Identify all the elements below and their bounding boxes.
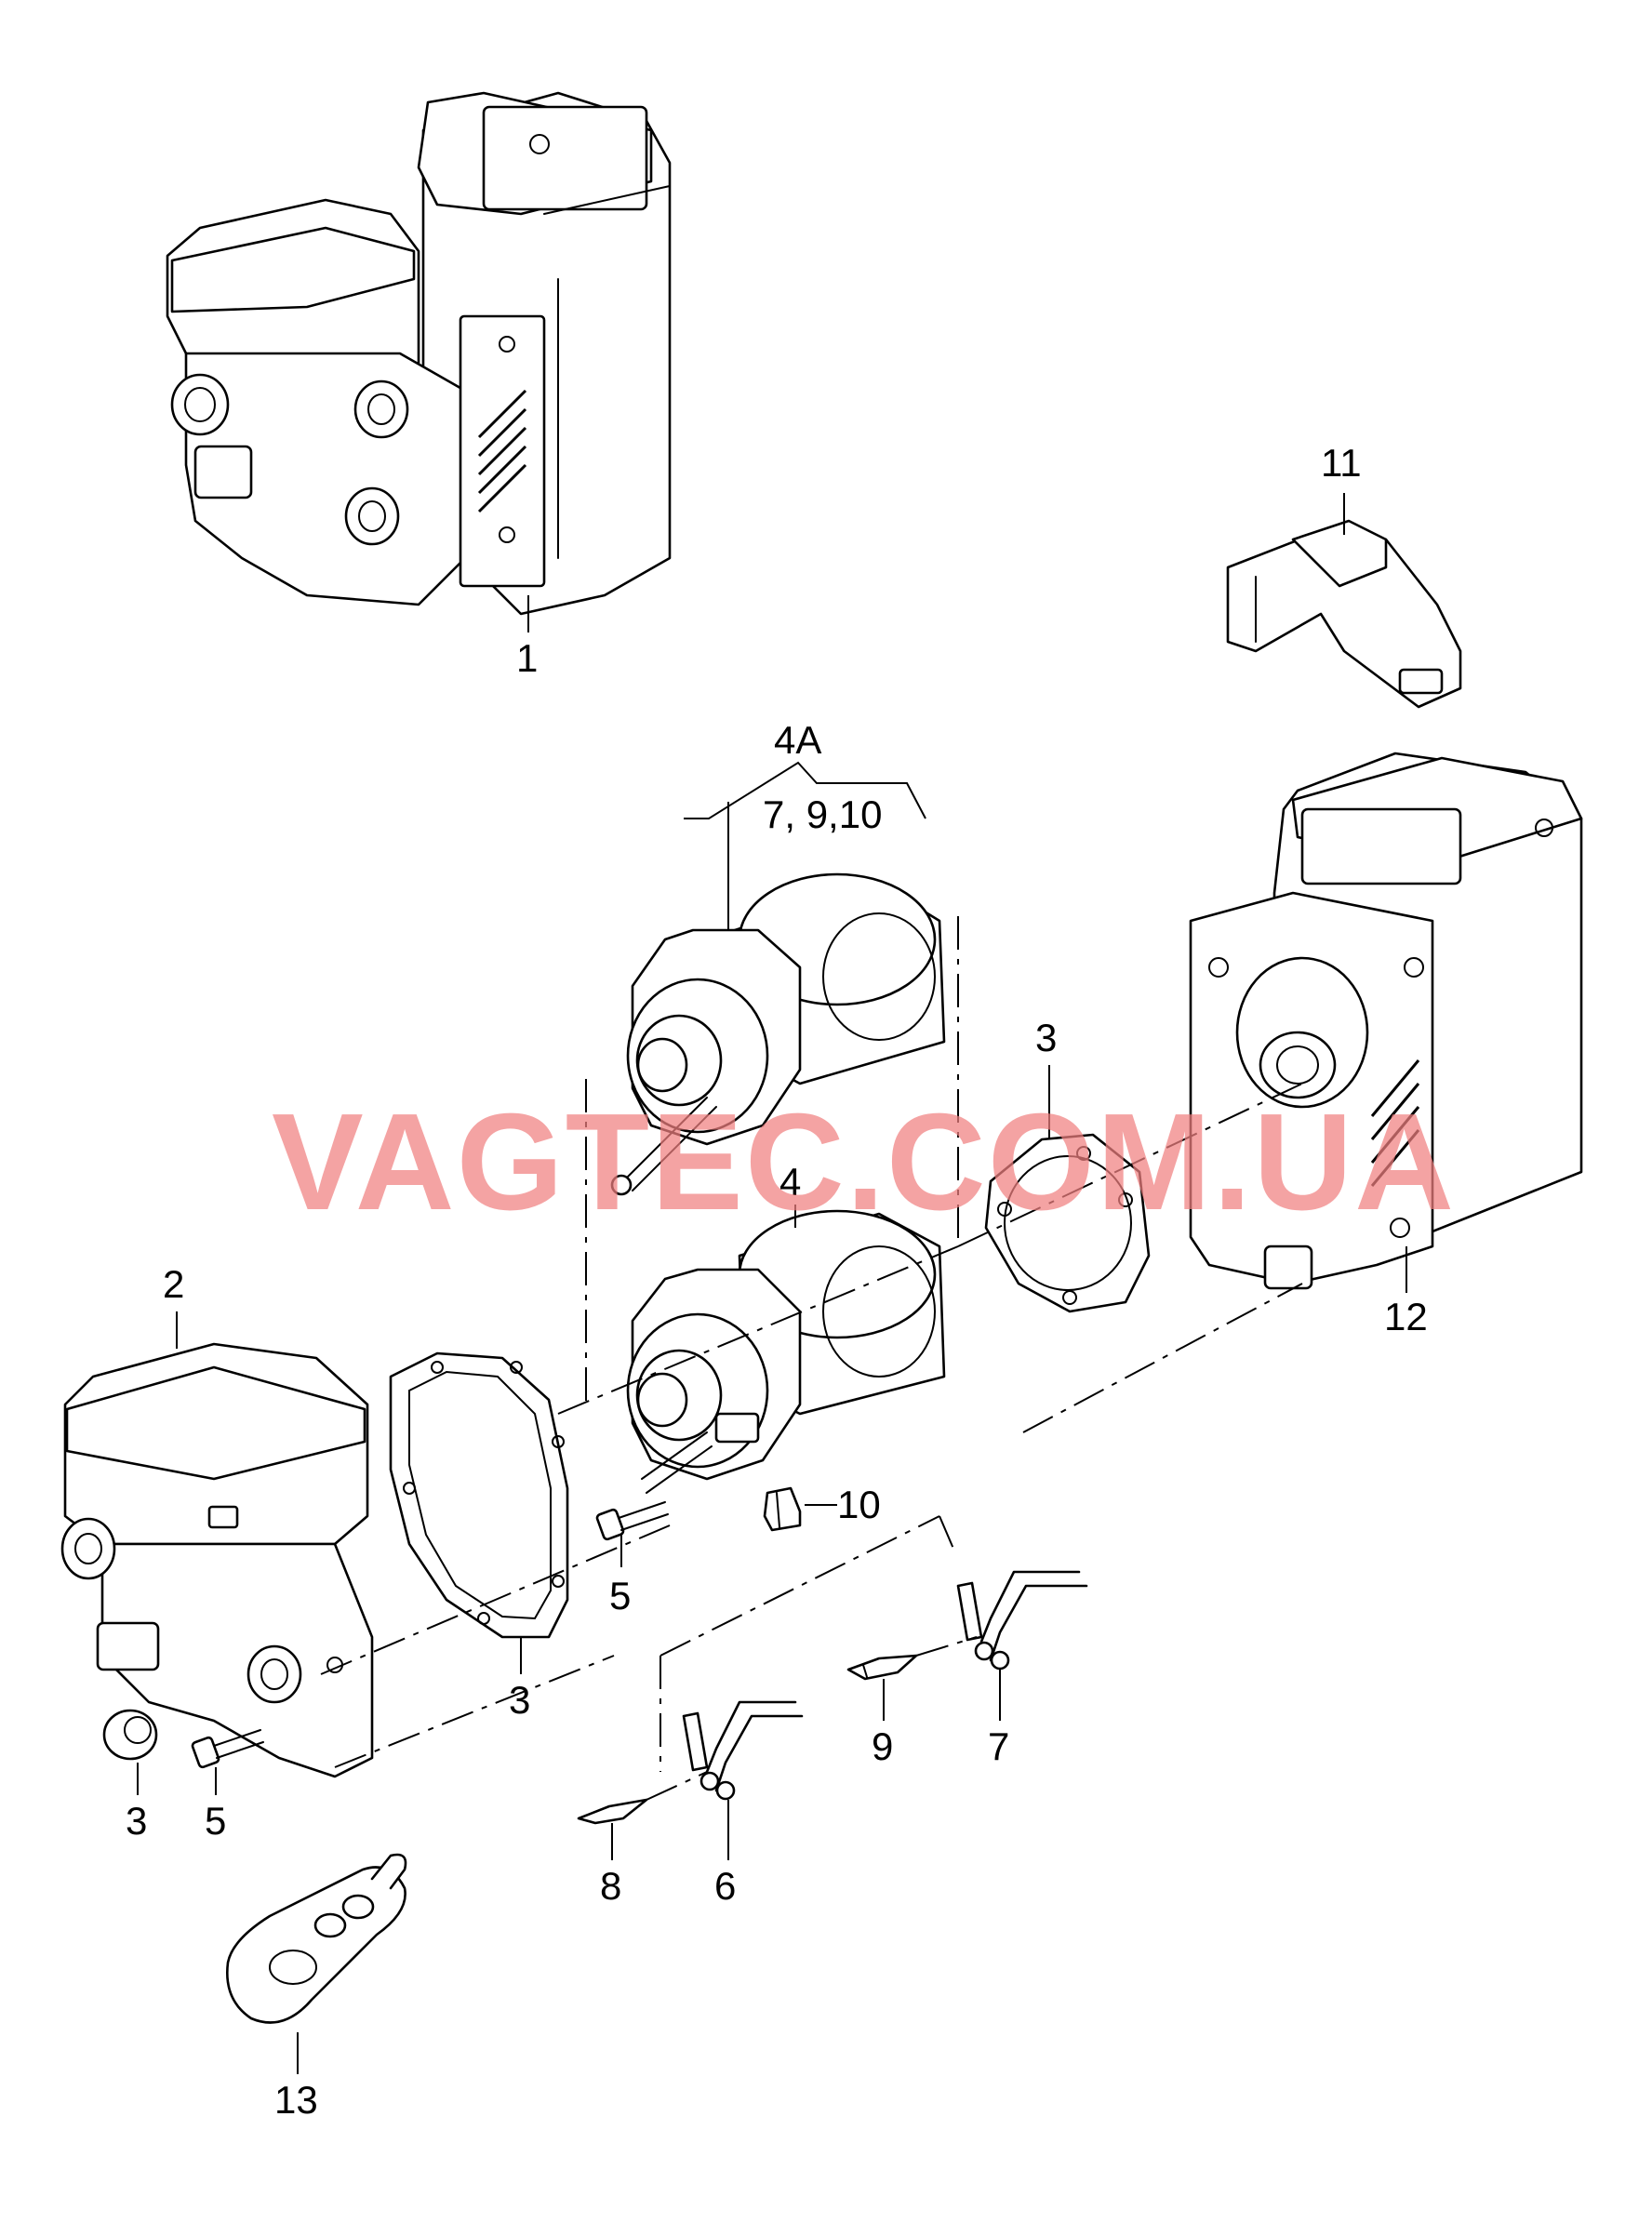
watermark-text: VAGTEC.COM.UA bbox=[272, 1085, 1456, 1239]
part-2-blower-housing[interactable] bbox=[60, 1342, 374, 1778]
callout-3-lower: 3 bbox=[126, 1799, 147, 1843]
callout-labels: 1 11 4A 7, 9,10 3 4 12 2 10 5 3 3 5 8 6 … bbox=[126, 441, 1428, 2122]
callout-4a: 4A bbox=[774, 718, 821, 762]
assembly-axis-lines bbox=[320, 916, 1303, 1801]
callout-4a-sub: 7, 9,10 bbox=[763, 792, 882, 836]
part-5-screw-lower[interactable] bbox=[191, 1729, 264, 1769]
part-4a-burner-motor[interactable] bbox=[610, 872, 946, 1196]
callout-6: 6 bbox=[714, 1864, 736, 1908]
part-7-electrode[interactable] bbox=[956, 1570, 1088, 1671]
callout-8: 8 bbox=[600, 1864, 621, 1908]
callout-2: 2 bbox=[163, 1262, 184, 1306]
callout-5-upper: 5 bbox=[609, 1574, 631, 1617]
part-3-gasket-right[interactable] bbox=[984, 1133, 1151, 1313]
callout-5-lower: 5 bbox=[205, 1799, 226, 1843]
callout-3-upper: 3 bbox=[1035, 1016, 1057, 1059]
callout-4: 4 bbox=[779, 1160, 801, 1204]
part-6-electrode[interactable] bbox=[682, 1700, 804, 1801]
part-1-heater-assembly[interactable] bbox=[166, 91, 672, 616]
callout-9: 9 bbox=[872, 1724, 893, 1768]
part-12-heater-body[interactable] bbox=[1189, 752, 1583, 1290]
part-13-remote-control[interactable] bbox=[226, 1853, 407, 2024]
part-8-insert[interactable] bbox=[577, 1798, 648, 1825]
part-11-cover[interactable] bbox=[1226, 519, 1462, 709]
callout-13: 13 bbox=[274, 2078, 318, 2122]
callout-7: 7 bbox=[988, 1724, 1009, 1768]
part-3-gasket-left[interactable] bbox=[389, 1351, 569, 1639]
part-5-screw-upper[interactable] bbox=[595, 1501, 669, 1541]
callout-10: 10 bbox=[837, 1483, 881, 1526]
callout-1: 1 bbox=[516, 636, 538, 680]
part-4-burner-motor[interactable] bbox=[626, 1209, 946, 1494]
callout-11: 11 bbox=[1321, 441, 1362, 485]
callout-12: 12 bbox=[1384, 1295, 1428, 1338]
part-10-clip[interactable] bbox=[763, 1486, 802, 1532]
callout-3-middle: 3 bbox=[509, 1678, 530, 1722]
leader-lines bbox=[137, 493, 1407, 2074]
part-9-insert[interactable] bbox=[846, 1654, 918, 1681]
part-3-grommet[interactable] bbox=[102, 1709, 158, 1761]
